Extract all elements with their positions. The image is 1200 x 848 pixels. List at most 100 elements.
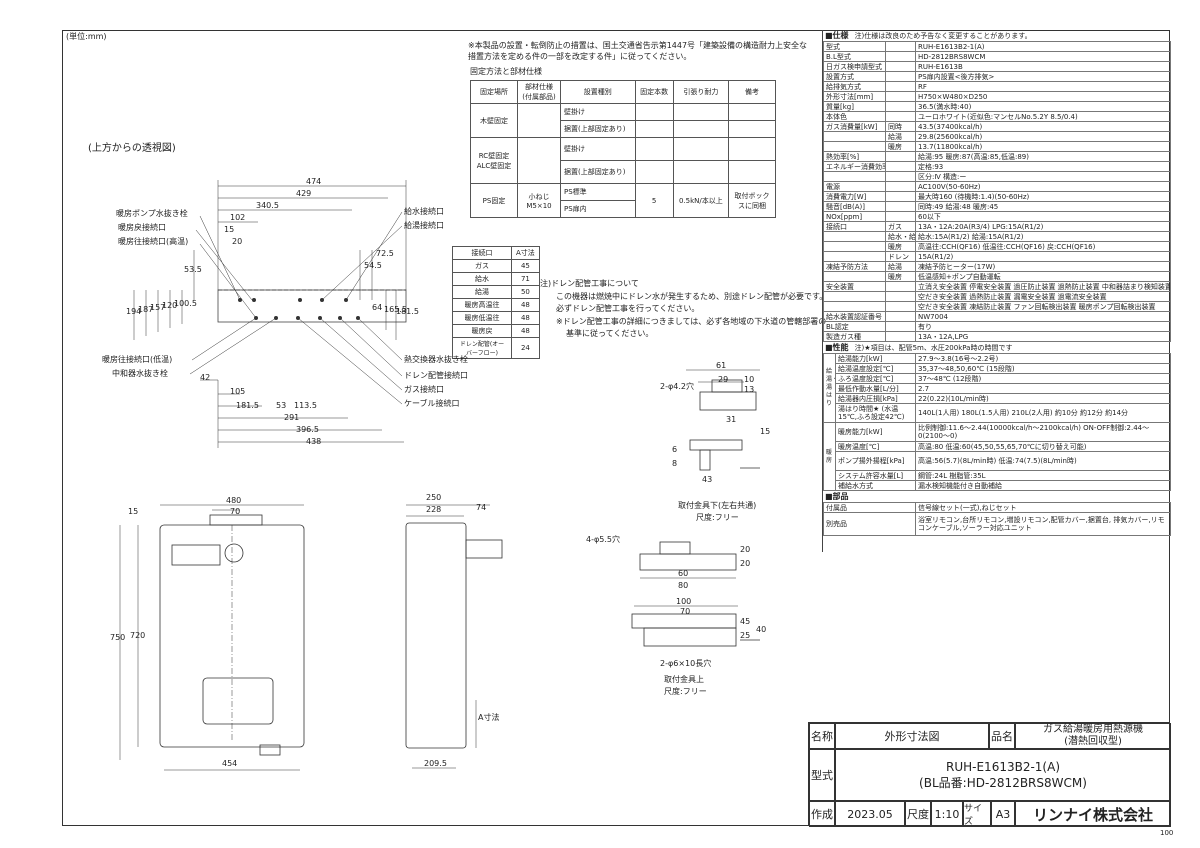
spec-key: 設置方式 [823,71,886,82]
spec-value: PS扉内設置<後方排気> [915,71,1171,82]
fix-place: 木壁固定 [470,103,518,138]
table-row: 本体色ユーロホワイト(近似色:マンセルNo.5.2Y 8.5/0.4) [823,111,1171,122]
fix-note: 取付ボックスに同梱 [728,183,776,218]
callout-label: 中和器水抜き栓 [112,369,168,378]
dim-label: 72.5 [376,249,394,258]
bracket-lower [686,369,760,471]
spec-key [823,171,886,182]
perf-value: 鋼管:24L 樹脂管:35L [915,470,1171,481]
table-row: 空だき安全装置 凍結防止装置 ファン回転検出装置 暖房ポンプ回転検出装置 [823,301,1171,312]
spec-key: 熱効率[%] [823,151,886,162]
table-row: 給湯温度設定[℃]35,37〜48,50,60℃ (15段階) [824,363,1171,374]
front-view [119,504,305,771]
fix-title: 固定方法と部材仕様 [470,67,542,76]
size-label: サイズ [963,801,991,827]
dim-label: 60 [678,569,689,578]
dim-label: 29 [718,375,729,384]
perf-key: 暖房温度[℃] [835,441,916,452]
spec-key: 日ガス検申請型式 [823,61,886,72]
spec-value: 13.7(11800kcal/h) [915,141,1171,152]
callout-label: 給水接続口 [404,207,444,216]
spec-sub: 暖房 [885,241,916,252]
perf-key: ポンプ揚外揚程[kPa] [835,451,916,471]
fix-header: 備考 [728,80,776,104]
perf-value: 27.9〜3.8(16号〜2.2号) [915,353,1171,364]
parts-key: 別売品 [823,512,916,536]
spec-value: 空だき安全装置 凍結防止装置 ファン回転検出装置 暖房ポンプ回転検出装置 [915,301,1171,312]
spec-key: 本体色 [823,111,886,122]
bracket-upper [631,541,760,647]
spec-value: H750×W480×D250 [915,91,1171,102]
parts-heading: ■部品 [823,491,1170,502]
spec-value: 29.8(25600kcal/h) [915,131,1171,142]
hole-label: 2-φ4.2穴 [660,382,694,391]
drain-note-title: 注)ドレン配管工事について [540,279,639,288]
perf-group: 暖房 [823,422,836,491]
callout-label: 暖房戻接続口 [118,223,166,232]
dim-label: 438 [306,437,322,446]
table-row: エネルギー消費効率[%]定格:93 [823,161,1171,172]
table-row: PS固定 小ねじ M5×10 PS標準 5 0.5kN/本以上 取付ボックスに同… [470,183,776,218]
spec-value: 有り [915,321,1171,332]
dim-label: 228 [426,505,442,514]
spec-key [823,301,886,312]
spec-sub [885,71,916,82]
spec-sub [885,291,916,302]
title-block: 名称 外形寸法図 品名 ガス給湯暖房用熱源機 (潜熱回収型) 型式 RUH-E1… [808,722,1171,827]
spec-sub [885,181,916,192]
dim-label: 181.5 [236,401,259,410]
dim-label: 6 [672,445,678,454]
install-note: ※本製品の設置・転倒防止の措置は、国土交通省告示第1447号「建築設備の構造耐力… [468,41,808,61]
spec-value: 15A(R1/2) [915,251,1171,262]
conn-name: 給湯 [452,285,512,299]
fix-place: RC壁固定 ALC壁固定 [470,137,518,184]
dim-label: 53.5 [184,265,202,274]
table-row: 暖房高温往:CCH(QF16) 低温往:CCH(QF16) 戻:CCH(QF16… [823,241,1171,252]
table-row: ふろ温度設定[℃]37〜48℃ (12段階) [824,373,1171,384]
spec-value: 空だき安全装置 過熱防止装置 漏電安全装置 過電流安全装置 [915,291,1171,302]
hole-label: 2-φ6×10長穴 [660,659,712,668]
table-row: 湯はり時間★ (水温15℃,ふろ設定42℃)140L(1人用) 180L(1.5… [824,403,1171,423]
dim-label: 429 [296,189,312,198]
fix-force: 0.5kN/本以上 [672,183,730,218]
parts-value: 浴室リモコン,台所リモコン,増設リモコン,配管カバー,据置台, 排気カバー,リモ… [915,512,1171,536]
side-view [405,504,503,769]
perf-key: ふろ温度設定[℃] [835,373,916,384]
spec-key: 接続口 [823,221,886,232]
dim-label: 474 [306,177,322,186]
spec-sub: 暖房 [885,141,916,152]
spec-sub: 同時 [885,121,916,132]
perf-key: 最低作動水量[L/分] [835,383,916,394]
spec-note: 注)仕様は改良のため予告なく変更することがあります。 [854,32,1032,40]
product-label: 品名 [989,723,1015,749]
table-row: BL認定有り [823,321,1171,332]
spec-key: 消費電力[W] [823,191,886,202]
spec-sub [885,81,916,92]
dim-label: 15 [760,427,771,436]
spec-heading: ■仕様注)仕様は改良のため予告なく変更することがあります。 [823,30,1170,41]
table-row: 最低作動水量[L/分]2.7 [824,383,1171,394]
perf-group: 給湯・湯はり [823,353,836,423]
spec-key: 電源 [823,181,886,192]
spec-key: 質量[kg] [823,101,886,112]
spec-sub: 給水・給湯 [885,231,916,242]
spec-key [823,251,886,262]
dim-label: 750 [110,633,126,642]
spec-sub [885,311,916,322]
parts-value: 信号線セット(一式),ねじセット [915,502,1171,513]
spec-value: 13A・12A:20A(R3/4) LPG:15A(R1/2) [915,221,1171,232]
spec-value: AC100V(50-60Hz) [915,181,1171,192]
perf-key: 湯はり時間★ (水温15℃,ふろ設定42℃) [835,403,916,423]
callout-label: 熱交換器水抜き栓 [404,355,468,364]
table-row: 凍結予防方法給湯凍結予防ヒーター(17W) [823,261,1171,272]
spec-sub [885,151,916,162]
spec-sub: 給湯 [885,261,916,272]
dim-label: 720 [130,631,146,640]
spec-key: 製造ガス種 [823,331,886,342]
dim-label: 80 [678,581,689,590]
